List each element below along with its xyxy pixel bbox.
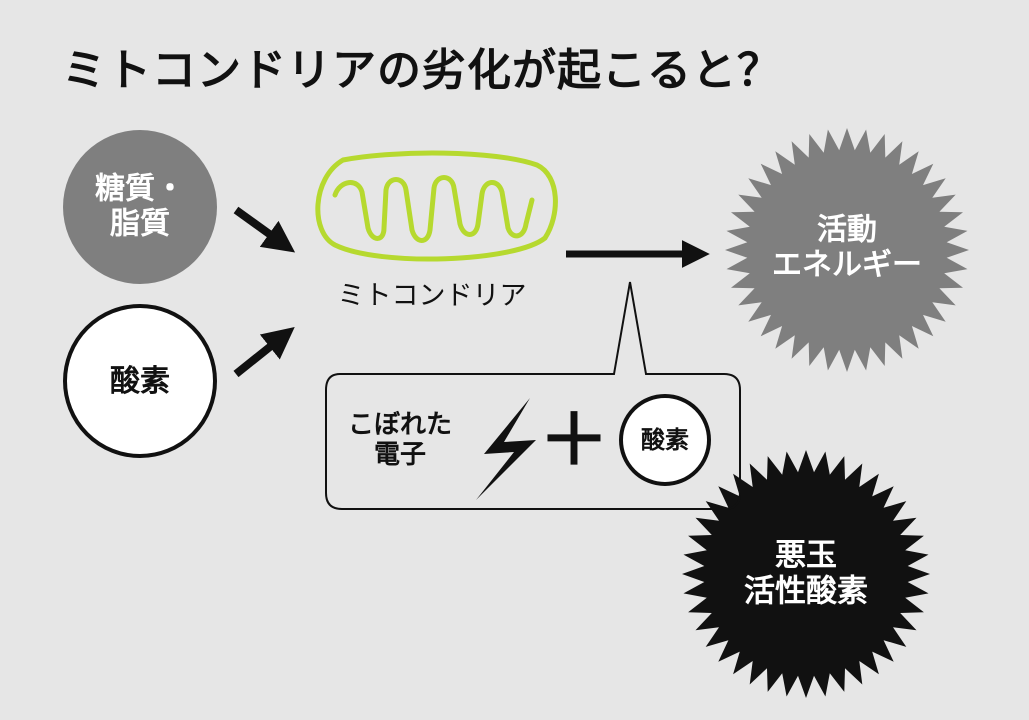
mitochondria-icon [315, 150, 558, 262]
oxygen-label: 酸素 [110, 363, 170, 399]
plus-sign: ＋ [539, 398, 609, 481]
ros-label: 悪玉 活性酸素 [744, 537, 868, 609]
energy-label: 活動 エネルギー [772, 212, 922, 282]
oxygen-small-circle [619, 394, 711, 486]
oxygen-circle [63, 304, 217, 458]
energy-starburst [725, 128, 969, 372]
page-title: ミトコンドリアの劣化が起こると？ [62, 45, 782, 96]
leaked-electron-label: こぼれた 電子 [347, 410, 453, 470]
arrow-oxygen-to-mito [233, 327, 295, 378]
lightning-icon [476, 398, 536, 500]
sugar-fat-label: 糖質・ 脂質 [95, 171, 185, 241]
sugar-fat-circle [63, 130, 217, 284]
arrow-sugar-to-mito [233, 206, 296, 253]
oxygen-small-label: 酸素 [641, 426, 689, 455]
mitochondria-label: ミトコンドリア [337, 280, 527, 312]
speech-bubble [325, 281, 741, 510]
ros-starburst [682, 450, 930, 698]
